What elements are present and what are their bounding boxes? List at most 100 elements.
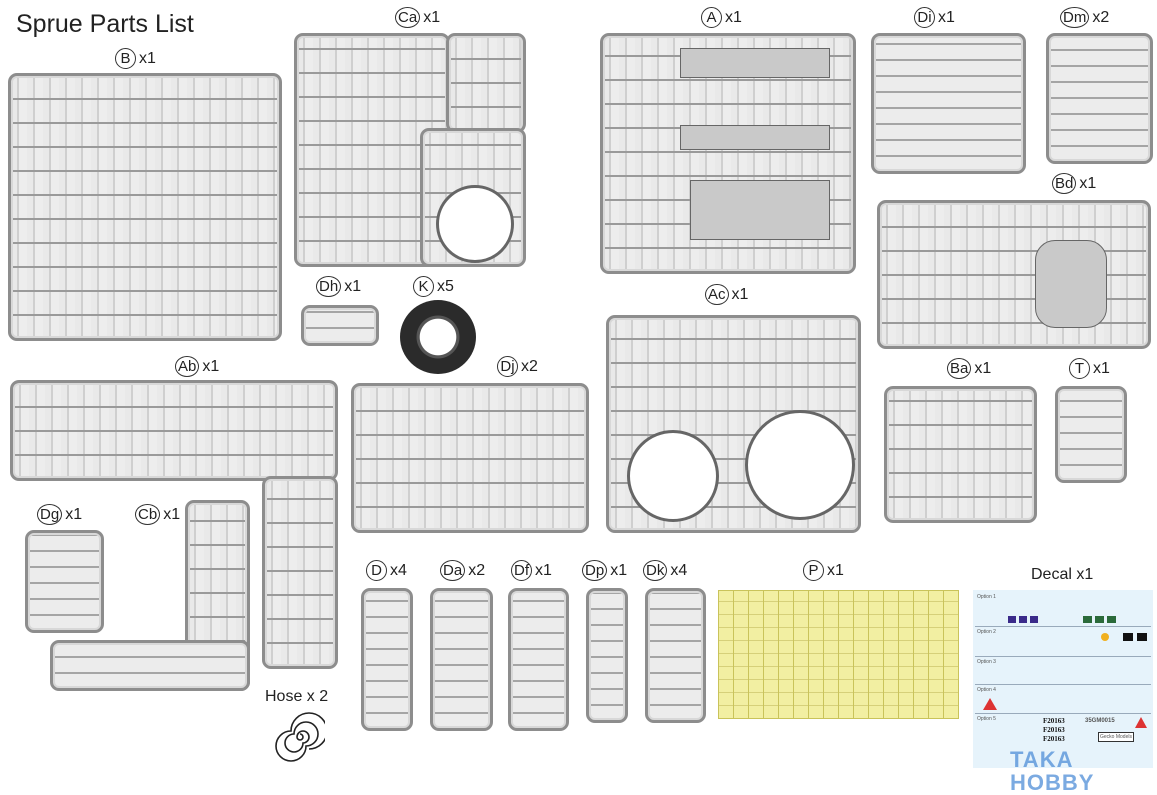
sprue-qty: x1 (827, 561, 844, 579)
decal-option-3: Option 3 (977, 659, 996, 665)
sprue-qty: x1 (610, 561, 628, 579)
ring-part (627, 430, 719, 522)
photo-etch-fret (718, 590, 959, 719)
decal-emblem (1101, 633, 1109, 641)
sprue-ba (884, 386, 1037, 523)
sprue-letter: Dk (643, 560, 668, 581)
sprue-letter: Cb (135, 504, 161, 525)
sprue-letter: Df (511, 560, 532, 581)
sprue-letter: Dp (582, 560, 608, 581)
sprue-qty: x2 (468, 561, 486, 579)
sprue-letter: D (366, 560, 387, 581)
hose-label: Hose x 2 (265, 688, 329, 705)
decal-code: F20163 (1043, 735, 1065, 743)
sprue-d (361, 588, 413, 731)
turret-part (1035, 240, 1107, 328)
sprue-qty: x5 (437, 277, 454, 295)
sprue-qty: x2 (521, 357, 538, 375)
sprue-df (508, 588, 569, 731)
decal-numbers (1123, 633, 1149, 641)
sprue-letter: Da (440, 560, 466, 581)
sprue-letter: Ca (395, 7, 421, 28)
sprue-qty: x1 (1079, 174, 1097, 192)
sprue-bd (877, 200, 1151, 349)
sprue-letter: Di (914, 7, 935, 28)
sprue-qty: x1 (974, 359, 992, 377)
sprue-qty: x1 (725, 8, 742, 26)
decal-code: F20163 (1043, 717, 1065, 725)
sprue-letter: Dm (1060, 7, 1090, 28)
decal-code: F20163 (1043, 726, 1065, 734)
sprue-letter: B (115, 48, 136, 69)
sprue-qty: x1 (65, 505, 83, 523)
sprue-ab-ext (262, 476, 338, 669)
sprue-letter: T (1069, 358, 1090, 379)
sprue-letter: P (803, 560, 824, 581)
decal-option-2: Option 2 (977, 629, 996, 635)
sprue-dm (1046, 33, 1153, 164)
sprue-qty: x1 (163, 505, 181, 523)
sprue-dp (586, 588, 628, 723)
decal-option-1: Option 1 (977, 594, 996, 600)
sprue-dh (301, 305, 379, 346)
turret-ring-part (436, 185, 514, 263)
sprue-letter: Ac (705, 284, 729, 305)
sprue-qty: x1 (938, 8, 955, 26)
sprue-b (8, 73, 282, 341)
sprue-t (1055, 386, 1127, 483)
sprue-dj (351, 383, 589, 533)
hull-plate (680, 48, 830, 78)
sprue-dk (645, 588, 706, 723)
sprue-qty: x1 (1093, 359, 1110, 377)
sprue-letter: Dg (37, 504, 63, 525)
sprue-qty: x1 (344, 277, 362, 295)
hull-plate (680, 125, 830, 150)
sprue-ab (10, 380, 338, 481)
sprue-di (871, 33, 1026, 174)
sprue-letter: Ab (175, 356, 200, 377)
decal-option-5: Option 5 (977, 716, 996, 722)
page-title: Sprue Parts List (16, 10, 194, 38)
sprue-qty: x2 (1092, 8, 1110, 26)
sprue-letter: Dj (497, 356, 518, 377)
sprue-cb-ext (50, 640, 250, 691)
tire-part (400, 300, 476, 374)
sprue-da (430, 588, 493, 731)
sprue-letter: A (701, 7, 722, 28)
decal-squares (1008, 616, 1038, 623)
sprue-qty: x1 (731, 285, 749, 303)
watermark: TAKA HOBBY (1010, 747, 1095, 795)
sprue-letter: Bd (1052, 173, 1077, 194)
sprue-dg (25, 530, 104, 633)
decal-label: Decal x1 (1031, 566, 1094, 583)
sprue-ca-ext (446, 33, 526, 133)
product-code: 35GM0015 (1085, 718, 1115, 724)
hull-floor (690, 180, 830, 240)
sprue-qty: x4 (670, 561, 688, 579)
sprue-qty: x1 (423, 8, 441, 26)
sprue-letter: Ba (947, 358, 972, 379)
ring-part (745, 410, 855, 520)
sprue-letter: K (413, 276, 434, 297)
decal-option-4: Option 4 (977, 687, 996, 693)
decal-numbers (1083, 616, 1117, 623)
sprue-qty: x1 (535, 561, 552, 579)
